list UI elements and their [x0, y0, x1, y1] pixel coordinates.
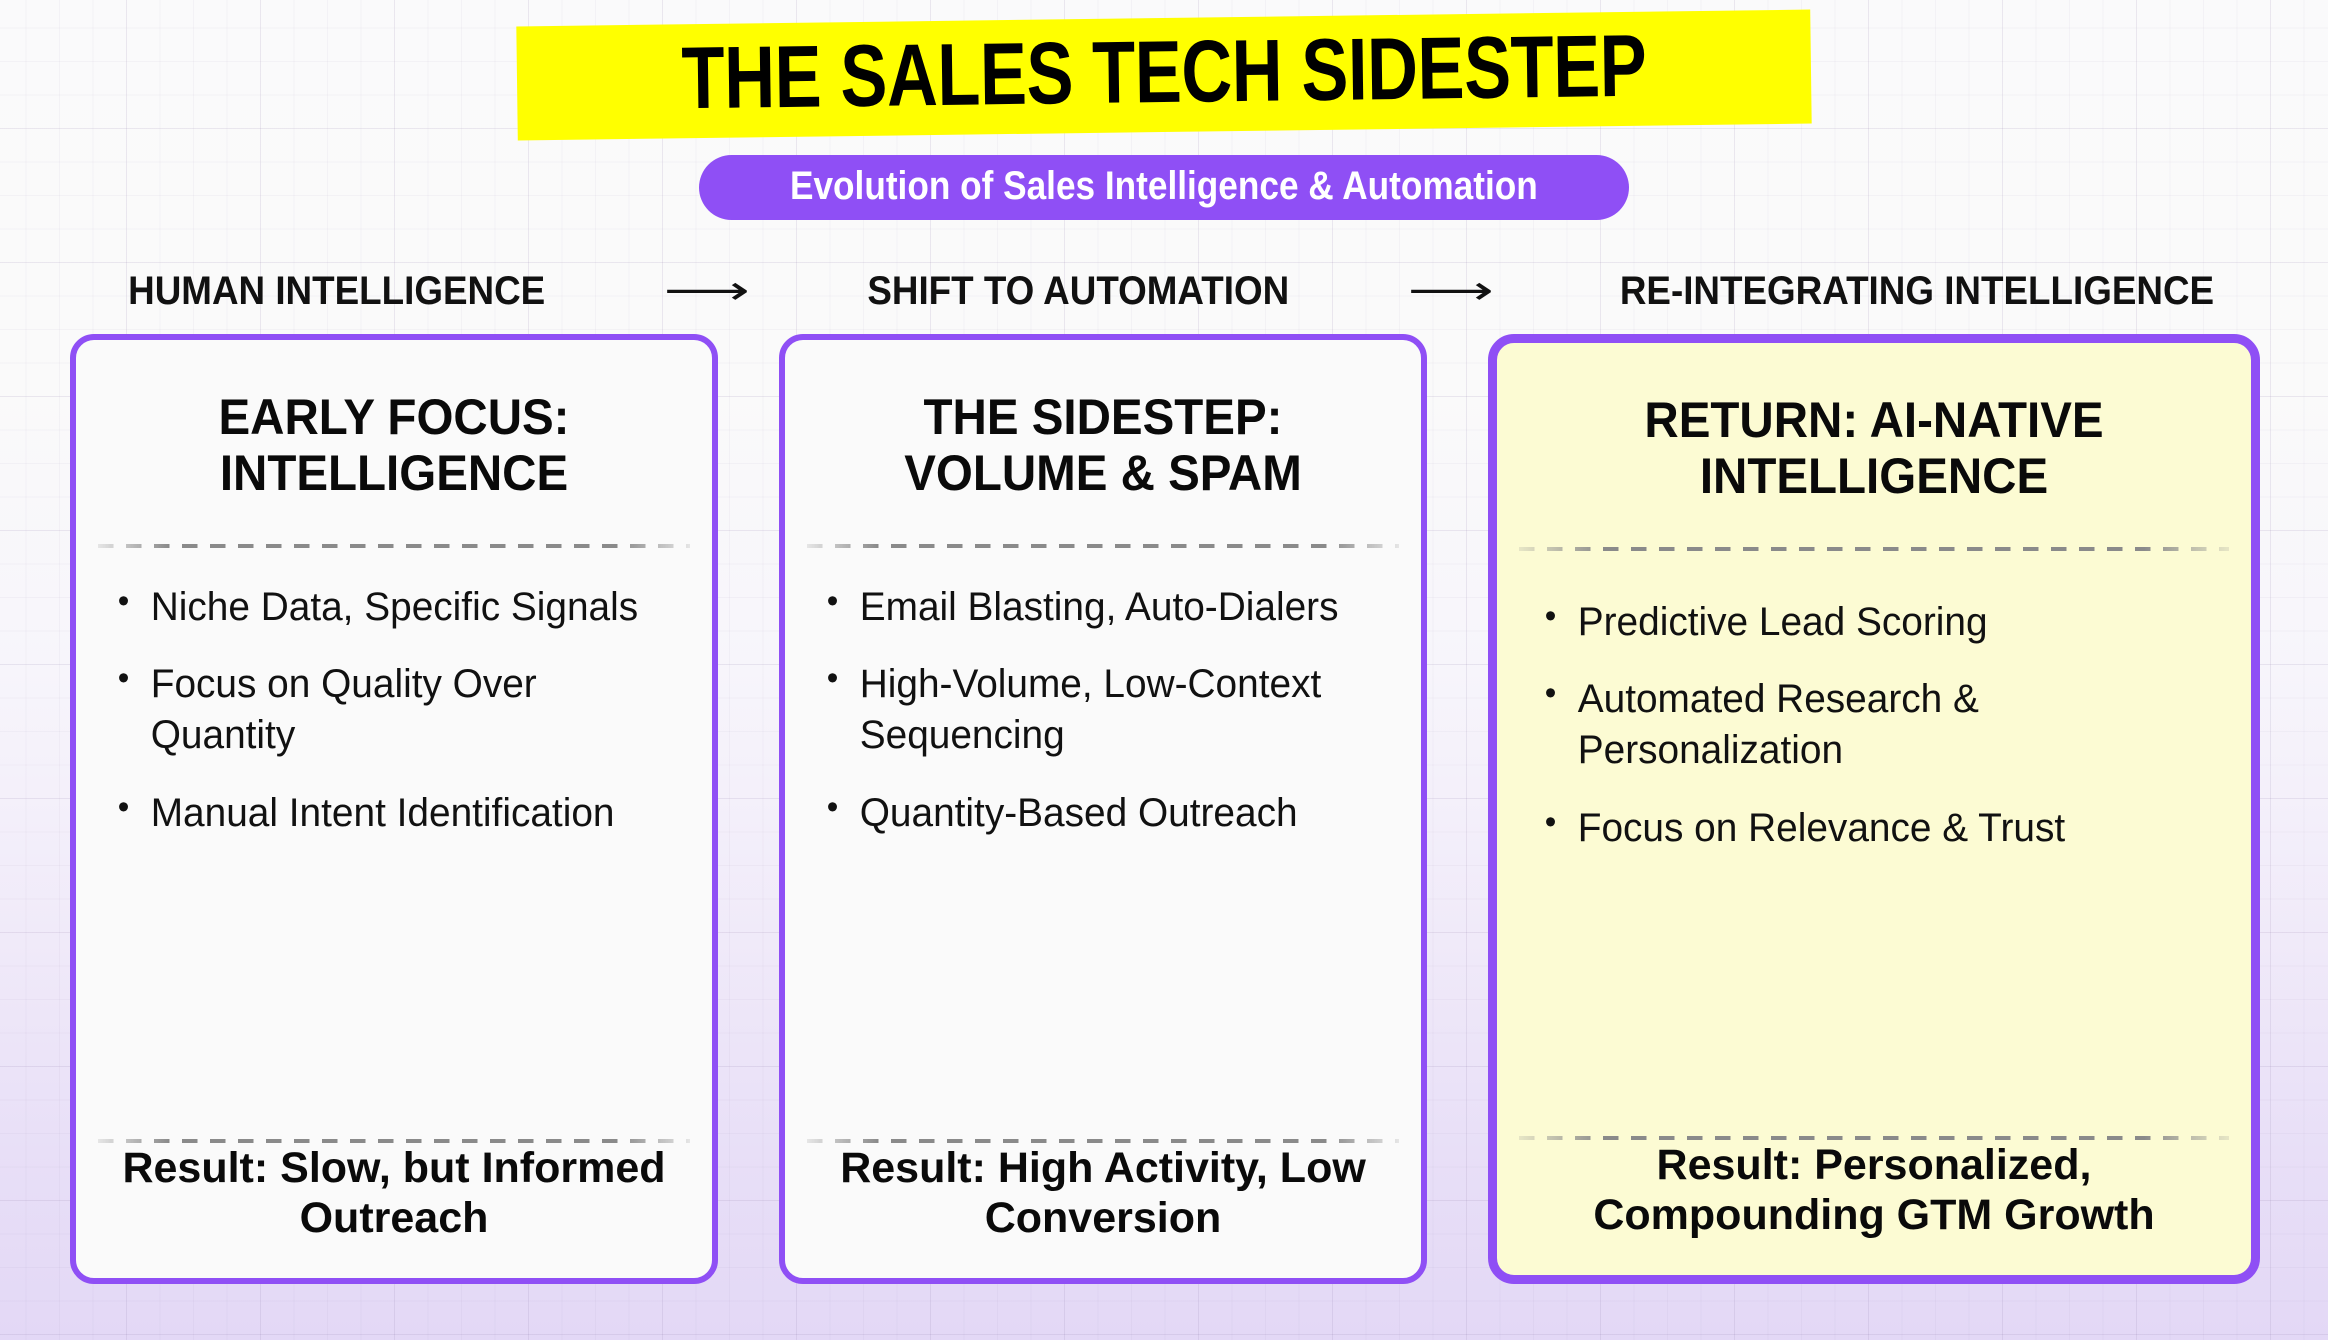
card-footer: Result: Slow, but Informed Outreach — [76, 1143, 712, 1278]
card-early-focus: EARLY FOCUS: INTELLIGENCE Niche Data, Sp… — [70, 334, 718, 1284]
card-divider-top — [807, 544, 1399, 548]
list-item: Focus on Quality Over Quantity — [110, 657, 661, 761]
list-item: High-Volume, Low-Context Sequencing — [819, 657, 1370, 761]
bullet-list: Email Blasting, Auto-Dialers High-Volume… — [819, 580, 1387, 839]
card-divider-bottom — [98, 1138, 690, 1143]
card-heading: RETURN: AI-NATIVE INTELLIGENCE — [1644, 391, 2104, 505]
subtitle-block: Evolution of Sales Intelligence & Automa… — [0, 155, 2328, 220]
stage-label-re-integrating-intelligence: RE-INTEGRATING INTELLIGENCE — [1619, 268, 2215, 313]
list-item: Manual Intent Identification — [110, 786, 661, 839]
bullet-list: Niche Data, Specific Signals Focus on Qu… — [110, 580, 678, 839]
card-body: Predictive Lead Scoring Automated Resear… — [1497, 551, 2251, 1112]
list-item: Automated Research & Personalization — [1537, 672, 2191, 776]
card-header: RETURN: AI-NATIVE INTELLIGENCE — [1497, 343, 2251, 523]
title-block: THE SALES TECH SIDESTEP — [0, 9, 2328, 141]
subtitle-text: Evolution of Sales Intelligence & Automa… — [790, 164, 1538, 208]
page-title: THE SALES TECH SIDESTEP — [680, 15, 1647, 128]
card-return-ai-native: RETURN: AI-NATIVE INTELLIGENCE Predictiv… — [1488, 334, 2260, 1284]
stage-label-row: HUMAN INTELLIGENCE ⟶ SHIFT TO AUTOMATION… — [110, 262, 2240, 320]
card-row: EARLY FOCUS: INTELLIGENCE Niche Data, Sp… — [70, 334, 2260, 1284]
card-heading: THE SIDESTEP: VOLUME & SPAM — [904, 388, 1302, 502]
card-heading: EARLY FOCUS: INTELLIGENCE — [218, 388, 570, 502]
card-header: THE SIDESTEP: VOLUME & SPAM — [785, 340, 1421, 520]
title-highlight-band: THE SALES TECH SIDESTEP — [516, 9, 1812, 141]
card-body: Niche Data, Specific Signals Focus on Qu… — [76, 548, 712, 1115]
list-item: Niche Data, Specific Signals — [110, 580, 661, 633]
stage-label-human-intelligence: HUMAN INTELLIGENCE — [128, 268, 546, 313]
stage-label-shift-to-automation: SHIFT TO AUTOMATION — [867, 268, 1290, 313]
card-result-text: Result: Personalized, Compounding GTM Gr… — [1593, 1140, 2155, 1240]
card-divider-bottom — [807, 1138, 1399, 1143]
list-item: Predictive Lead Scoring — [1537, 595, 2191, 648]
card-footer: Result: Personalized, Compounding GTM Gr… — [1497, 1140, 2251, 1275]
list-item: Quantity-Based Outreach — [819, 786, 1370, 839]
card-the-sidestep: THE SIDESTEP: VOLUME & SPAM Email Blasti… — [779, 334, 1427, 1284]
card-divider-top — [1519, 547, 2229, 551]
arrow-right-icon: ⟶ — [1408, 268, 1495, 314]
card-divider-bottom — [1519, 1135, 2229, 1140]
arrow-right-icon: ⟶ — [663, 268, 750, 314]
card-footer: Result: High Activity, Low Conversion — [785, 1143, 1421, 1278]
card-result-text: Result: Slow, but Informed Outreach — [122, 1143, 666, 1243]
card-header: EARLY FOCUS: INTELLIGENCE — [76, 340, 712, 520]
bullet-list: Predictive Lead Scoring Automated Resear… — [1537, 595, 2211, 854]
card-divider-top — [98, 544, 690, 548]
list-item: Focus on Relevance & Trust — [1537, 801, 2191, 854]
subtitle-pill: Evolution of Sales Intelligence & Automa… — [699, 155, 1629, 220]
card-body: Email Blasting, Auto-Dialers High-Volume… — [785, 548, 1421, 1115]
card-result-text: Result: High Activity, Low Conversion — [840, 1143, 1366, 1243]
list-item: Email Blasting, Auto-Dialers — [819, 580, 1370, 633]
